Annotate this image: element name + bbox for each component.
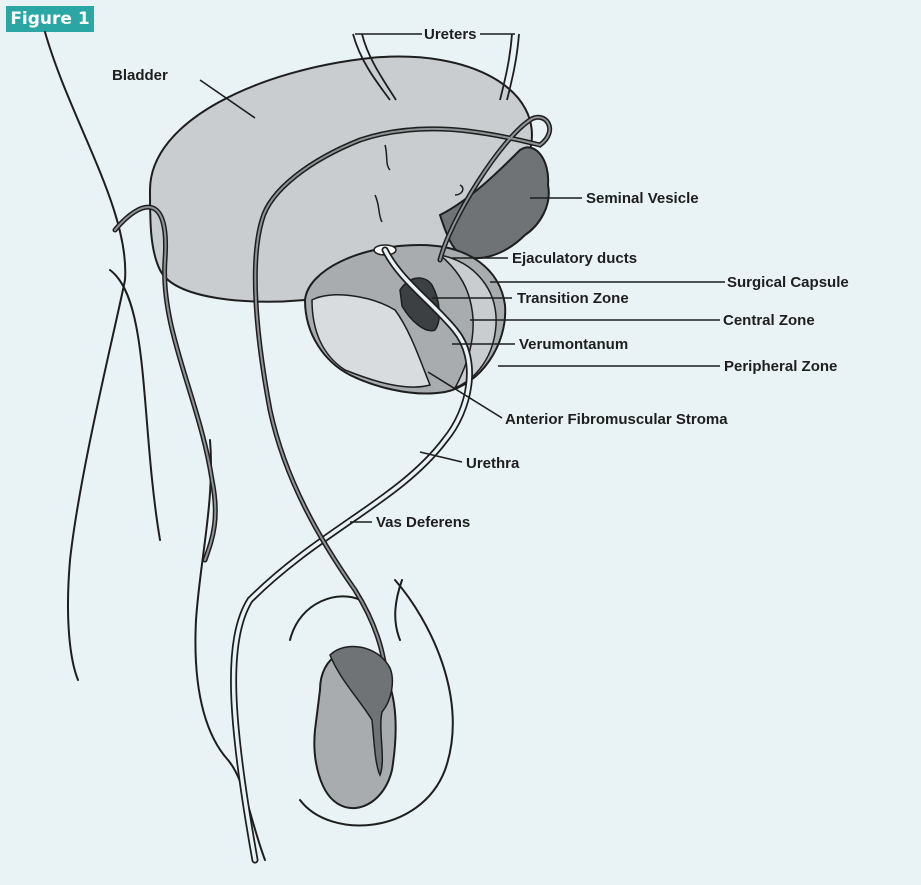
body-outline-back xyxy=(45,32,125,680)
label-transition-zone: Transition Zone xyxy=(517,290,629,307)
label-seminal-vesicle: Seminal Vesicle xyxy=(586,190,699,207)
label-anterior-fibromuscular-stroma: Anterior Fibromuscular Stroma xyxy=(505,411,728,428)
label-ureters: Ureters xyxy=(424,26,477,43)
penis-outline-inner xyxy=(290,596,360,640)
label-ejaculatory-ducts: Ejaculatory ducts xyxy=(512,250,637,267)
label-urethra: Urethra xyxy=(466,455,520,472)
label-surgical-capsule: Surgical Capsule xyxy=(727,274,849,291)
thigh-outline xyxy=(395,580,402,640)
penis-outline-outer xyxy=(195,440,265,860)
label-peripheral-zone: Peripheral Zone xyxy=(724,358,837,375)
label-verumontanum: Verumontanum xyxy=(519,336,628,353)
label-bladder: Bladder xyxy=(112,67,168,84)
ureter-right-b xyxy=(507,34,519,100)
label-vas-deferens: Vas Deferens xyxy=(376,514,470,531)
label-central-zone: Central Zone xyxy=(723,312,815,329)
